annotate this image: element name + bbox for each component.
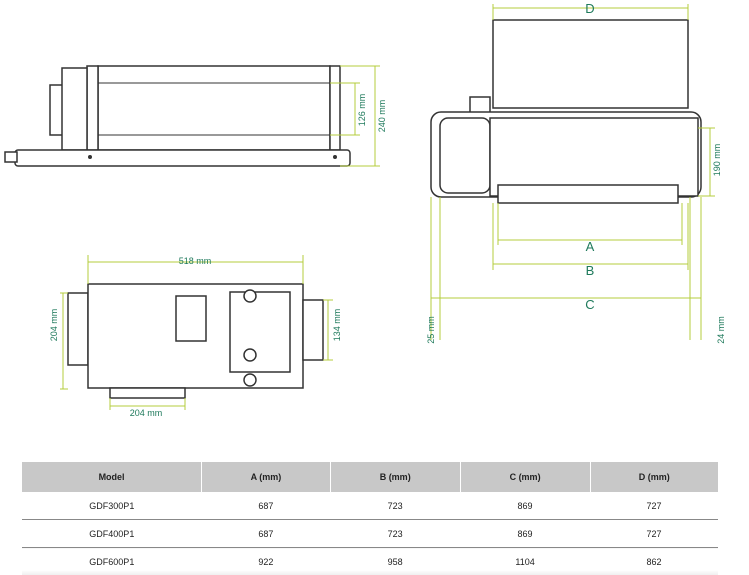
header-d: D (mm) [590,462,718,492]
table-row: GDF300P1 687 723 869 727 [22,492,718,520]
cell: 862 [590,548,718,575]
dim-204-bottom: 204 mm [130,408,163,418]
top-view: D 190 mm A B C 25 mm 24 mm [426,1,726,344]
dim-518: 518 mm [179,256,212,266]
side-view: 126 mm 240 mm [5,66,387,166]
dim-190: 190 mm [712,144,722,177]
cell: 727 [590,520,718,548]
cell: 723 [330,520,460,548]
dim-134: 134 mm [332,309,342,342]
table-row: GDF600P1 922 958 1104 862 [22,548,718,575]
dim-c: C [585,297,594,312]
header-a: A (mm) [202,462,331,492]
cell: 1104 [460,548,590,575]
dim-a: A [586,239,595,254]
header-b: B (mm) [330,462,460,492]
dim-24: 24 mm [716,316,726,344]
dim-25: 25 mm [426,316,436,344]
table-row: GDF400P1 687 723 869 727 [22,520,718,548]
cell: 922 [202,548,331,575]
dim-204-left: 204 mm [49,309,59,342]
dim-126: 126 mm [357,94,367,127]
cell: GDF400P1 [22,520,202,548]
header-c: C (mm) [460,462,590,492]
cell: 869 [460,520,590,548]
table-header-row: Model A (mm) B (mm) C (mm) D (mm) [22,462,718,492]
technical-drawing: 126 mm 240 mm 518 mm 204 mm 134 mm 204 m… [0,0,749,460]
dim-d: D [585,1,594,16]
cell: GDF300P1 [22,492,202,520]
cell: 687 [202,520,331,548]
cell: 958 [330,548,460,575]
dimensions-table: Model A (mm) B (mm) C (mm) D (mm) GDF300… [22,462,718,575]
dim-240: 240 mm [377,100,387,133]
dim-b: B [586,263,595,278]
cell: GDF600P1 [22,548,202,575]
bottom-view: 518 mm 204 mm 134 mm 204 mm [49,255,342,418]
header-model: Model [22,462,202,492]
cell: 869 [460,492,590,520]
cell: 687 [202,492,331,520]
cell: 723 [330,492,460,520]
cell: 727 [590,492,718,520]
